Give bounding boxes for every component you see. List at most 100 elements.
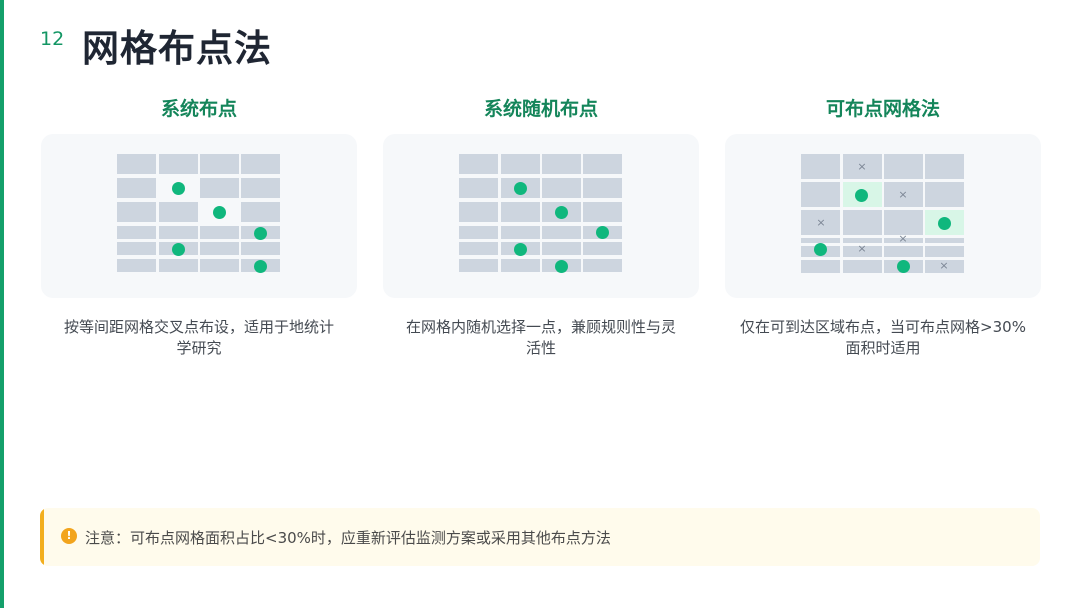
grid-cell (501, 259, 540, 272)
grid-cell (583, 242, 622, 255)
grid-cell (583, 259, 622, 272)
grid-cell (884, 238, 923, 243)
grid-cell (241, 202, 280, 222)
page-title: 网格布点法 (82, 27, 272, 70)
grid-cell (542, 154, 581, 174)
page-number: 12 (40, 28, 65, 50)
sample-point-dot (937, 216, 951, 230)
grid-cell (200, 154, 239, 174)
grid-cell (843, 154, 882, 179)
grid-cell (925, 154, 964, 179)
grid-cell (200, 226, 239, 239)
excluded-cell-cross-icon: × (898, 188, 908, 201)
grid-cell (501, 154, 540, 174)
excluded-cell-cross-icon: × (857, 160, 867, 173)
sample-point-dot (854, 188, 868, 202)
grid-cell (843, 260, 882, 273)
notice-accent-bar (40, 508, 44, 566)
grid-cell (459, 226, 498, 239)
method-title-systematic-random: 系统随机布点 (483, 98, 598, 120)
grid-cell (159, 226, 198, 239)
sample-point-dot (171, 242, 185, 256)
grid-cell (459, 259, 498, 272)
systematic-grid-illustration (117, 154, 281, 276)
sample-point-dot (896, 259, 910, 273)
sample-point-dot (253, 259, 267, 273)
grid-cell (117, 202, 156, 222)
excluded-cell-cross-icon: × (939, 259, 949, 272)
left-accent-bar (0, 0, 4, 608)
sample-point-dot (171, 181, 185, 195)
description-line: 面积时适用 (845, 339, 921, 357)
grid-cell (583, 154, 622, 174)
grid-cell (542, 178, 581, 198)
method-card-systematic (41, 134, 357, 298)
method-description-available-grid: 仅在可到达区域布点，当可布点网格>30% 面积时适用 (725, 317, 1041, 359)
grid-cell (884, 182, 923, 207)
grid-cell (925, 246, 964, 257)
sample-point-dot (513, 181, 527, 195)
description-line: 活性 (525, 339, 556, 357)
warning-circle-icon: ! (61, 528, 77, 544)
grid-cell (459, 154, 498, 174)
sample-point-dot (554, 205, 568, 219)
excluded-cell-cross-icon: × (898, 232, 908, 245)
notice-banner: ! 注意：可布点网格面积占比<30%时，应重新评估监测方案或采用其他布点方法 (40, 508, 1040, 566)
method-card-systematic-random (383, 134, 699, 298)
method-title-available-grid: 可布点网格法 (825, 98, 940, 120)
grid-cell (925, 182, 964, 207)
grid-cell (159, 202, 198, 222)
random-grid-illustration (459, 154, 623, 276)
grid-cell (542, 242, 581, 255)
grid-cell (501, 202, 540, 222)
sample-point-dot (813, 242, 827, 256)
grid-cell (843, 210, 882, 235)
sample-point-dot (253, 226, 267, 240)
grid-cell (843, 238, 882, 243)
grid-cell (159, 154, 198, 174)
method-title-systematic: 系统布点 (160, 98, 237, 120)
grid-cell (801, 238, 840, 243)
grid-cell (200, 259, 239, 272)
grid-cell (583, 178, 622, 198)
method-card-available-grid: × × × × × × (725, 134, 1041, 298)
grid-cell (117, 259, 156, 272)
grid-cell (459, 202, 498, 222)
available-grid-illustration: × × × × × × (801, 154, 965, 276)
grid-cell (801, 182, 840, 207)
grid-cell (884, 210, 923, 235)
grid-cell (241, 178, 280, 198)
method-description-systematic-random: 在网格内随机选择一点，兼顾规则性与灵 活性 (383, 317, 699, 359)
grid-cell (884, 154, 923, 179)
grid-cell (459, 242, 498, 255)
grid-cell (200, 178, 239, 198)
grid-cell (159, 259, 198, 272)
grid-cell (925, 260, 964, 273)
grid-cell (843, 246, 882, 257)
grid-cell (925, 238, 964, 243)
excluded-cell-cross-icon: × (816, 216, 826, 229)
grid-cell (200, 242, 239, 255)
description-line: 在网格内随机选择一点，兼顾规则性与灵 (405, 318, 676, 336)
excluded-cell-cross-icon: × (857, 242, 867, 255)
grid-cell (801, 260, 840, 273)
grid-cell (583, 202, 622, 222)
sample-point-dot (554, 259, 568, 273)
description-line: 学研究 (176, 339, 222, 357)
grid-cell (117, 242, 156, 255)
grid-cell (117, 226, 156, 239)
sample-point-dot (595, 225, 609, 239)
grid-cell (459, 178, 498, 198)
grid-cell (884, 246, 923, 257)
grid-cell (801, 154, 840, 179)
sample-point-dot (513, 242, 527, 256)
description-line: 仅在可到达区域布点，当可布点网格>30% (740, 318, 1026, 336)
description-line: 按等间距网格交叉点布设，适用于地统计 (63, 318, 334, 336)
grid-cell (117, 178, 156, 198)
grid-cell (241, 154, 280, 174)
notice-text: 注意：可布点网格面积占比<30%时，应重新评估监测方案或采用其他布点方法 (85, 529, 611, 547)
grid-cell (117, 154, 156, 174)
sample-point-dot (212, 205, 226, 219)
method-description-systematic: 按等间距网格交叉点布设，适用于地统计 学研究 (41, 317, 357, 359)
grid-cell (542, 226, 581, 239)
